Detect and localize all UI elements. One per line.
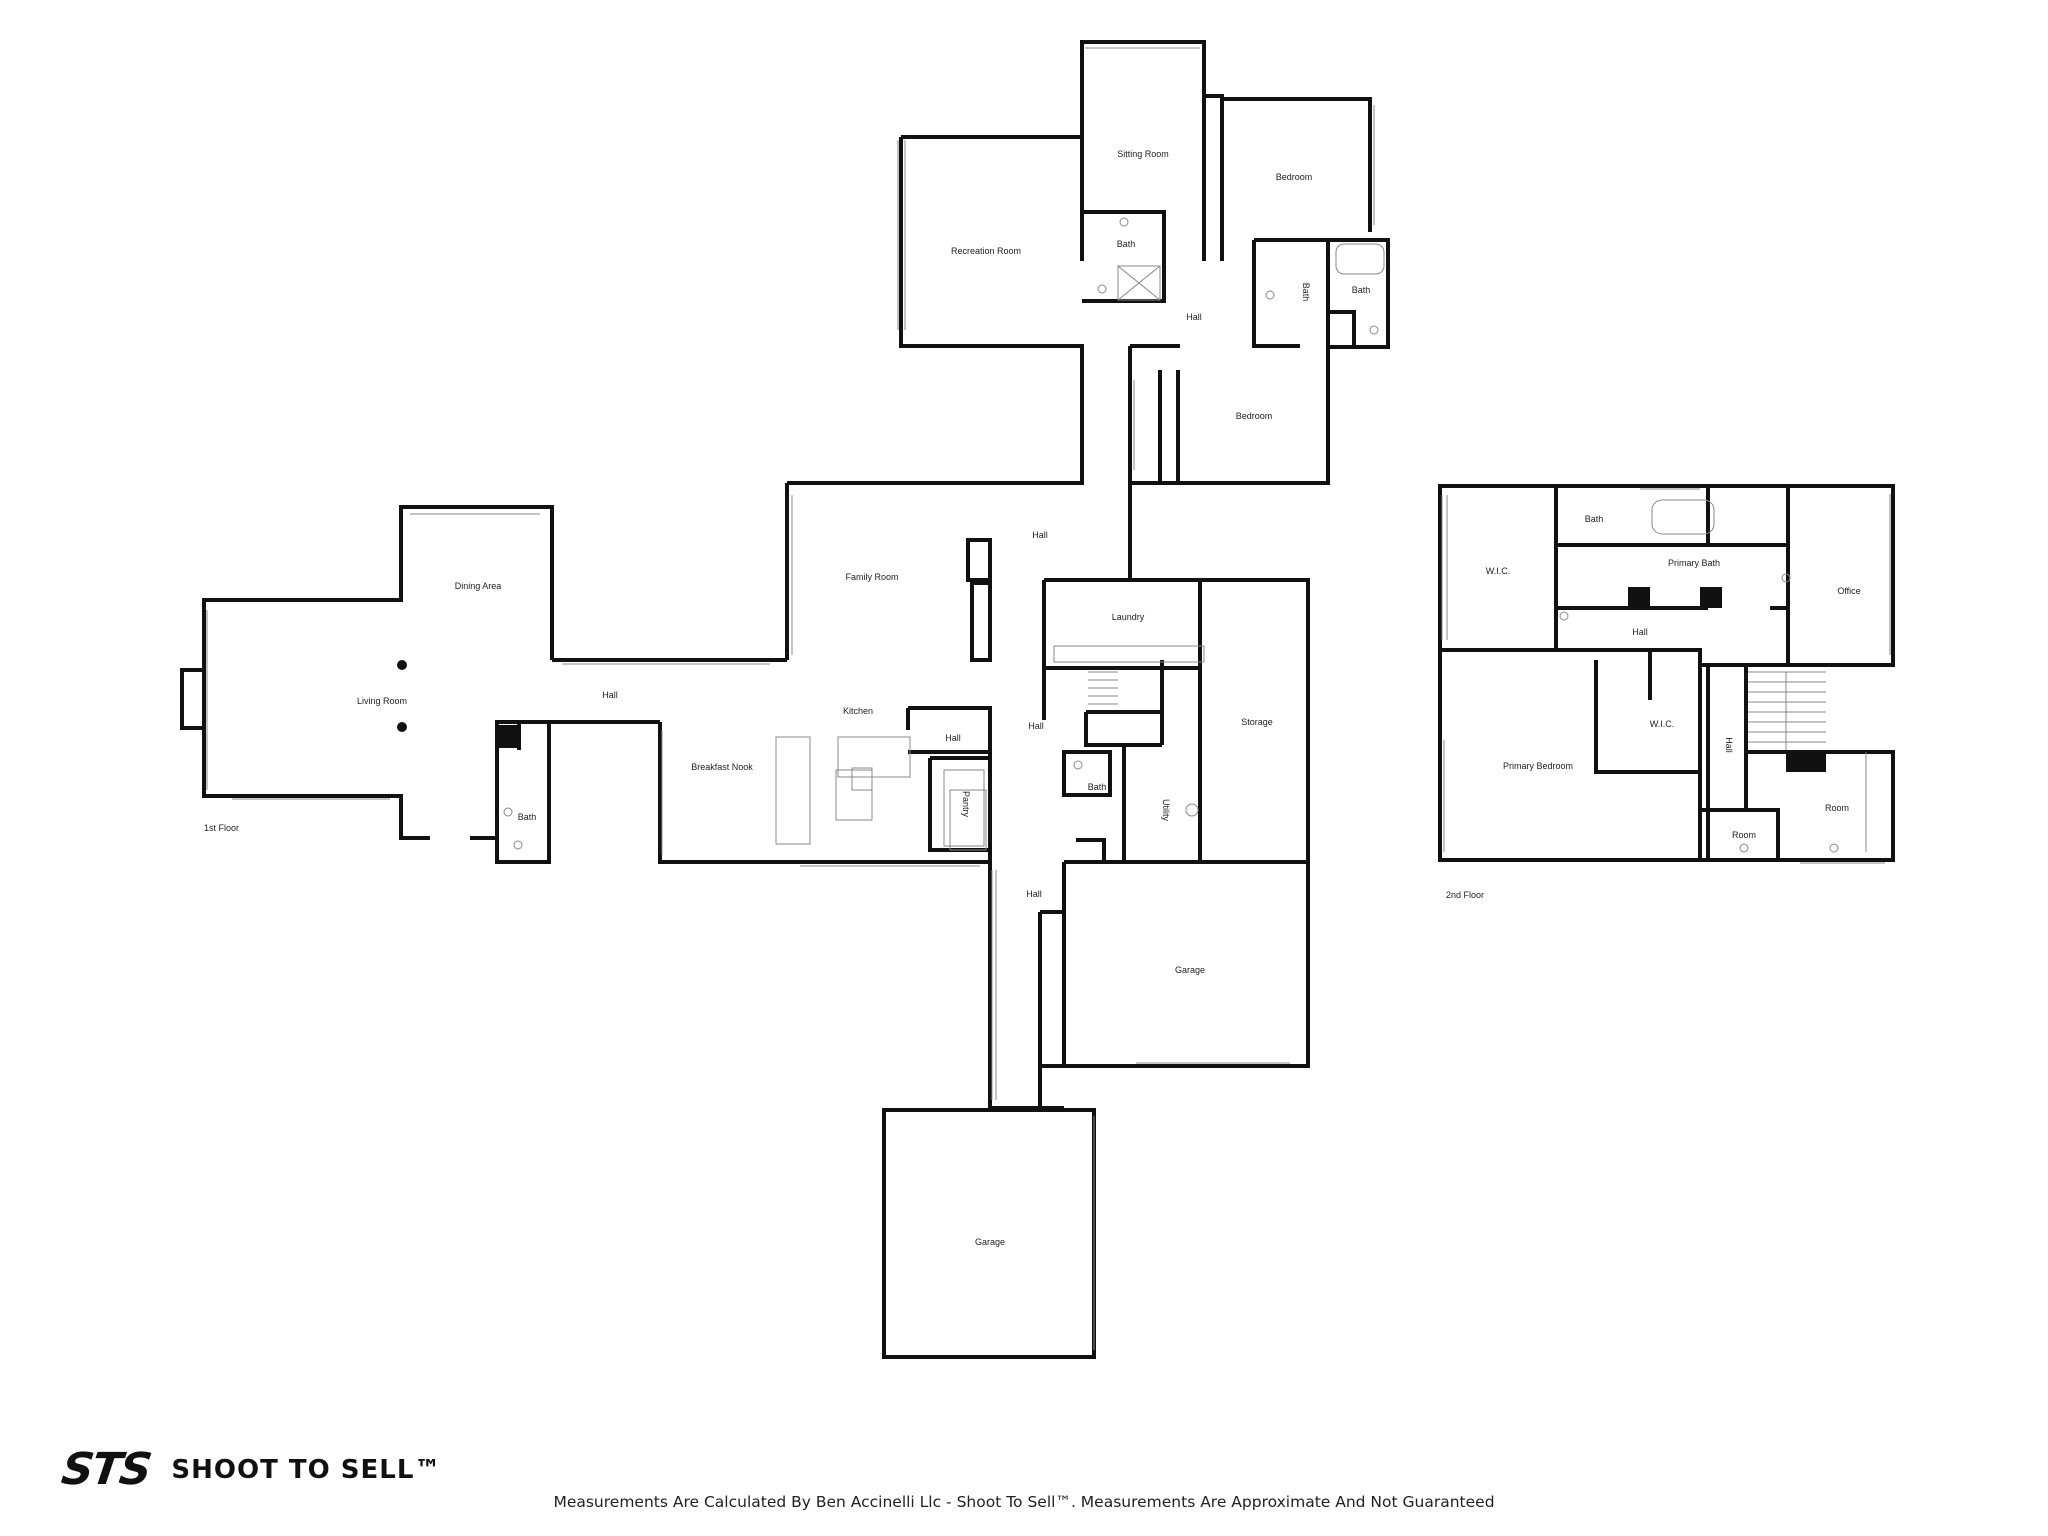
brand-name: SHOOT TO SELL™ <box>171 1455 442 1485</box>
room-label: Hall <box>1724 737 1734 753</box>
brand-logo: STS SHOOT TO SELL™ <box>58 1444 442 1495</box>
room-label: Hall <box>1186 312 1202 322</box>
room-label: Room <box>1825 803 1849 813</box>
room-label: Hall <box>1632 627 1648 637</box>
first-floor-walls <box>180 40 1390 1359</box>
solid-elements <box>397 587 1826 772</box>
room-label: Garage <box>1175 965 1205 975</box>
room-label: Family Room <box>845 572 898 582</box>
room-label: Storage <box>1241 717 1273 727</box>
room-label: Bath <box>1301 283 1311 302</box>
first-floor-labels: Sitting Room Bedroom Bath Recreation Roo… <box>357 149 1370 1247</box>
second-floor-labels: Bath W.I.C. Primary Bath Office Hall W.I… <box>1486 514 1861 840</box>
room-label: Breakfast Nook <box>691 762 753 772</box>
room-label: Room <box>1732 830 1756 840</box>
measurement-disclaimer: Measurements Are Calculated By Ben Accin… <box>553 1493 1495 1511</box>
room-label: Hall <box>1032 530 1048 540</box>
room-label: Garage <box>975 1237 1005 1247</box>
room-label: Recreation Room <box>951 246 1021 256</box>
floor-label-second: 2nd Floor <box>1446 890 1484 900</box>
room-label: Bath <box>518 812 537 822</box>
brand-mark: STS <box>58 1444 154 1495</box>
room-label: Bedroom <box>1236 411 1273 421</box>
room-label: Primary Bath <box>1668 558 1720 568</box>
room-label: Living Room <box>357 696 407 706</box>
room-label: Hall <box>602 690 618 700</box>
room-label: Bedroom <box>1276 172 1313 182</box>
room-label: Hall <box>1026 889 1042 899</box>
room-label: Bath <box>1585 514 1604 524</box>
room-label: Laundry <box>1112 612 1145 622</box>
room-label: Bath <box>1088 782 1107 792</box>
room-label: Bath <box>1117 239 1136 249</box>
room-label: Office <box>1837 586 1860 596</box>
room-label: Kitchen <box>843 706 873 716</box>
fixtures <box>206 47 1891 1350</box>
floor-label-first: 1st Floor <box>204 823 239 833</box>
room-label: W.I.C. <box>1486 566 1511 576</box>
room-label: W.I.C. <box>1650 719 1675 729</box>
room-label: Pantry <box>961 791 971 818</box>
room-label: Utility <box>1161 799 1171 821</box>
room-label: Dining Area <box>455 581 502 591</box>
room-label: Hall <box>1028 721 1044 731</box>
room-label: Primary Bedroom <box>1503 761 1573 771</box>
room-label: Sitting Room <box>1117 149 1169 159</box>
room-label: Hall <box>945 733 961 743</box>
room-label: Bath <box>1352 285 1371 295</box>
